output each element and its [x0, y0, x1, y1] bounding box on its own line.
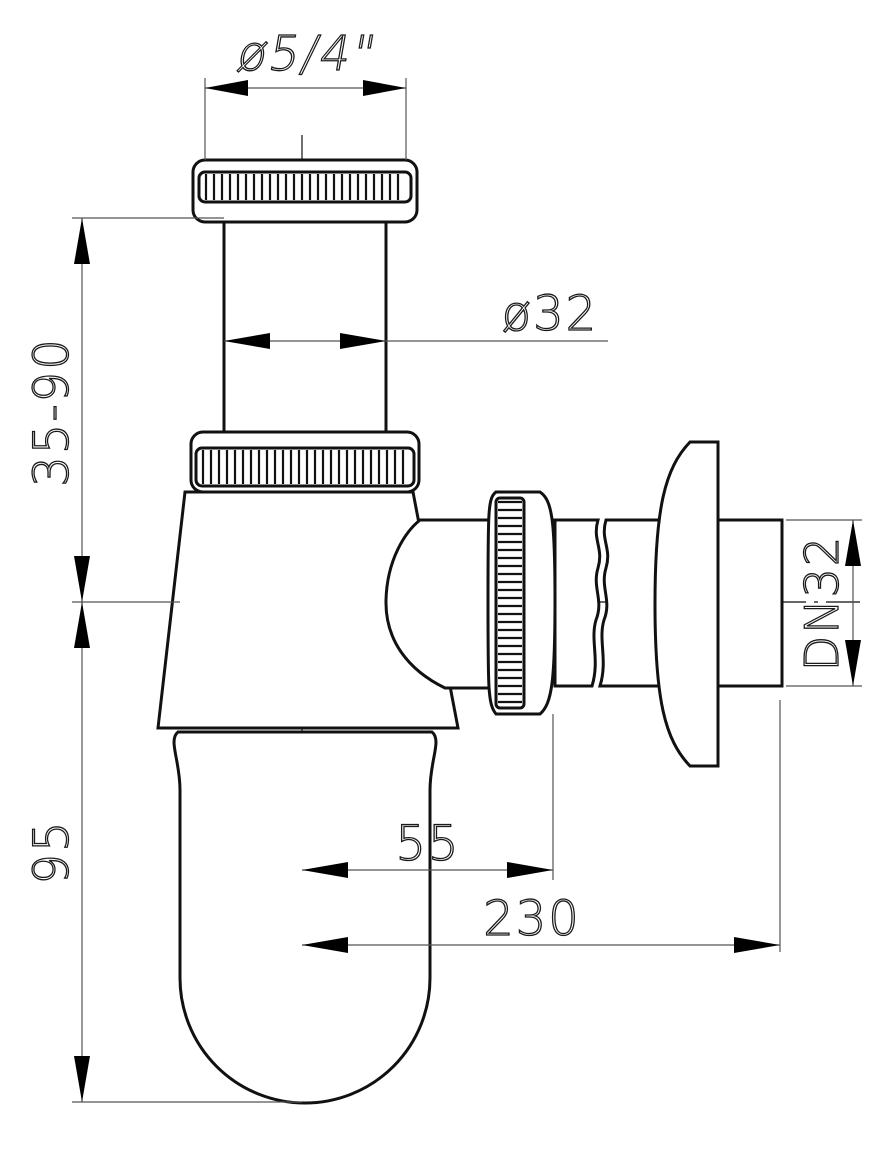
wall-rosette — [653, 440, 720, 768]
trap-bowl — [172, 730, 438, 1105]
dim-thread-diameter: ø5/4" — [204, 26, 407, 160]
label-thread-diameter: ø5/4" — [233, 26, 381, 82]
label-trap-depth: 95 — [24, 819, 80, 884]
label-overall-230: 230 — [483, 891, 581, 947]
middle-nut-knurl — [201, 450, 405, 484]
dim-pipe-diameter: ø32 — [224, 285, 608, 349]
top-nut-knurl — [204, 174, 400, 200]
top-nut — [191, 158, 419, 224]
side-outlet-elbow — [384, 518, 497, 690]
dim-outlet-size: DN32 — [786, 519, 862, 687]
dim-trap-depth: 95 — [23, 602, 302, 1103]
outlet-pipe-left — [553, 518, 602, 688]
dim-overall-230: 230 — [302, 700, 781, 953]
label-outlet-size: DN32 — [795, 535, 849, 671]
dim-height-adjust: 35-90 — [23, 217, 224, 603]
label-pipe-diameter: ø32 — [502, 286, 598, 342]
label-height-adjust: 35-90 — [24, 337, 80, 486]
outlet-nut — [486, 490, 557, 716]
middle-nut — [189, 430, 421, 494]
dim-offset-55: 55 — [302, 714, 554, 880]
upper-tube — [222, 216, 388, 436]
outlet-nut-knurl — [498, 500, 522, 704]
label-offset-55: 55 — [395, 816, 460, 872]
